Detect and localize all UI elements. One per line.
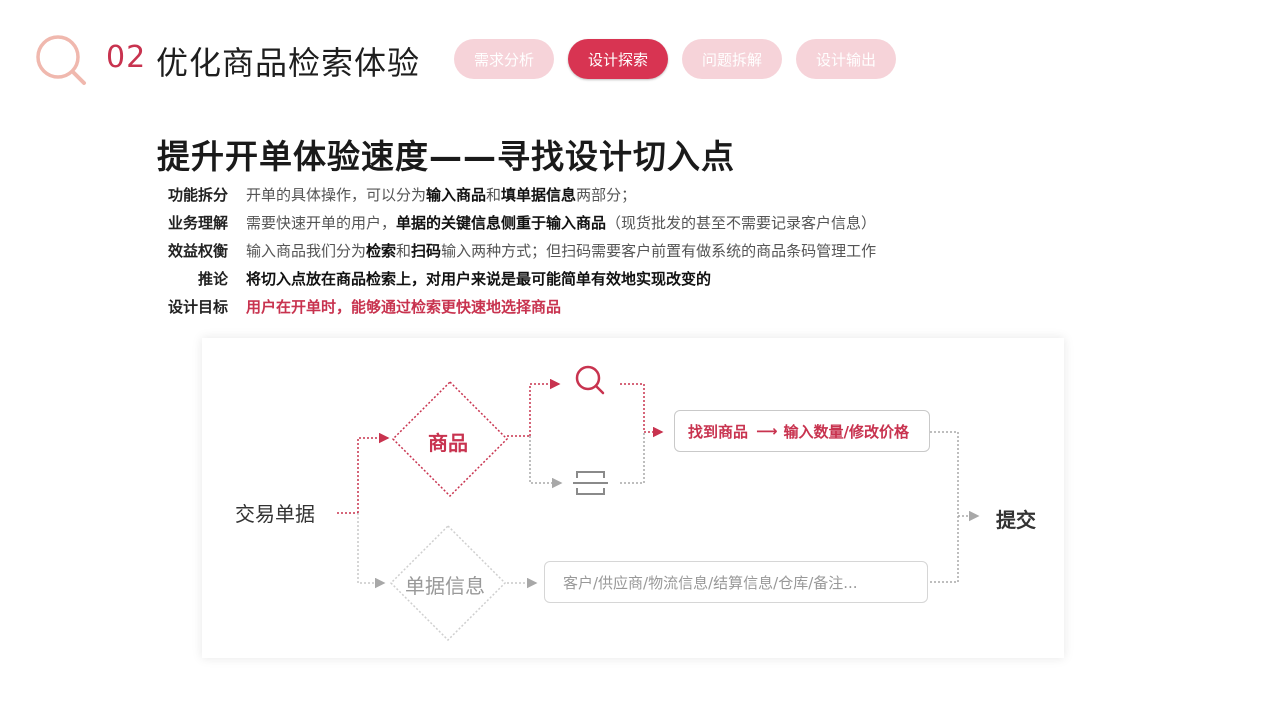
page-heading: 提升开单体验速度——寻找设计切入点 xyxy=(157,137,735,176)
text-segment: 输入商品我们分为 xyxy=(246,241,367,260)
row-label: 业务理解 xyxy=(167,213,228,232)
section-number: 02 xyxy=(106,40,147,75)
connector-search-merge xyxy=(620,383,645,432)
node-trade-document: 交易单据 xyxy=(235,502,315,526)
row-text: 需要快速开单的用户，单据的关键信息侧重于输入商品（现货批发的甚至不需要记录客户信… xyxy=(246,212,876,233)
connector-find-to-submit xyxy=(930,431,959,516)
node-order-info: 单据信息 xyxy=(405,574,485,598)
scan-icon xyxy=(573,471,608,495)
connector-to-search xyxy=(529,378,561,436)
info-row-goal: 设计目标 用户在开单时，能够通过检索更快速地选择商品 xyxy=(150,292,1050,320)
info-row-inference: 推论 将切入点放在商品检索上，对用户来说是最可能简单有效地实现改变的 xyxy=(150,264,1050,292)
bold-segment: 检索 xyxy=(366,241,397,260)
connector-info-to-submit xyxy=(930,516,959,583)
tab-requirement-analysis[interactable]: 需求分析 xyxy=(454,39,554,79)
row-text: 用户在开单时，能够通过检索更快速地选择商品 xyxy=(246,297,562,316)
arrow-icon: ⟶ xyxy=(756,422,778,440)
find-product-label: 找到商品 xyxy=(688,422,749,441)
step-tabs: 需求分析 设计探索 问题拆解 设计输出 xyxy=(454,39,896,79)
connector-to-scan xyxy=(529,436,563,489)
info-row-function: 功能拆分 开单的具体操作，可以分为输入商品和填单据信息两部分； xyxy=(150,180,1050,208)
section-title: 优化商品检索体验 xyxy=(156,44,421,82)
node-product: 商品 xyxy=(428,431,468,455)
flow-connectors xyxy=(337,365,980,642)
text-segment: 需要快速开单的用户， xyxy=(246,213,397,232)
row-text: 将切入点放在商品检索上，对用户来说是最可能简单有效地实现改变的 xyxy=(246,269,712,288)
text-segment: （现货批发的甚至不需要记录客户信息） xyxy=(606,213,877,232)
node-submit: 提交 xyxy=(996,508,1036,532)
tab-design-output[interactable]: 设计输出 xyxy=(796,39,896,79)
flow-diagram: 交易单据 商品 单据信息 找到商品 ⟶ 输入数量/修改价格 客户/供应商/物流信… xyxy=(202,338,1064,658)
text-segment: 开单的具体操作，可以分为 xyxy=(246,185,427,204)
bold-segment: 单据的关键信息侧重于输入商品 xyxy=(396,213,607,232)
text-segment: 和 xyxy=(396,241,412,260)
box-order-info-fields: 客户/供应商/物流信息/结算信息/仓库/备注... xyxy=(544,561,928,603)
info-row-business: 业务理解 需要快速开单的用户，单据的关键信息侧重于输入商品（现货批发的甚至不需要… xyxy=(150,208,1050,236)
box-find-product: 找到商品 ⟶ 输入数量/修改价格 xyxy=(674,410,930,452)
text-segment: 输入两种方式；但扫码需要客户前置有做系统的商品条码管理工作 xyxy=(441,241,877,260)
diamond-product xyxy=(391,380,509,498)
bold-segment: 输入商品 xyxy=(426,185,487,204)
row-text: 输入商品我们分为检索和扫码输入两种方式；但扫码需要客户前置有做系统的商品条码管理… xyxy=(246,240,876,261)
row-text: 开单的具体操作，可以分为输入商品和填单据信息两部分； xyxy=(246,184,636,205)
diamond-order-info xyxy=(389,524,507,642)
connector-to-product xyxy=(357,432,390,513)
text-segment: 和 xyxy=(486,185,502,204)
row-label: 设计目标 xyxy=(167,297,228,316)
text-segment: 两部分； xyxy=(576,185,637,204)
search-icon xyxy=(575,365,605,395)
info-list: 功能拆分 开单的具体操作，可以分为输入商品和填单据信息两部分； 业务理解 需要快… xyxy=(150,180,1050,320)
bold-segment: 填单据信息 xyxy=(501,185,577,204)
row-label: 效益权衡 xyxy=(167,241,228,260)
row-label: 功能拆分 xyxy=(167,185,228,204)
magnifier-logo-icon xyxy=(36,35,86,85)
tab-design-exploration[interactable]: 设计探索 xyxy=(568,39,668,79)
connector-scan-merge xyxy=(620,432,645,484)
row-label: 推论 xyxy=(197,269,228,288)
info-row-benefit: 效益权衡 输入商品我们分为检索和扫码输入两种方式；但扫码需要客户前置有做系统的商… xyxy=(150,236,1050,264)
bold-segment: 扫码 xyxy=(411,241,442,260)
input-qty-label: 输入数量/修改价格 xyxy=(783,422,910,441)
tab-problem-breakdown[interactable]: 问题拆解 xyxy=(682,39,782,79)
connector-to-order-info xyxy=(357,513,386,589)
